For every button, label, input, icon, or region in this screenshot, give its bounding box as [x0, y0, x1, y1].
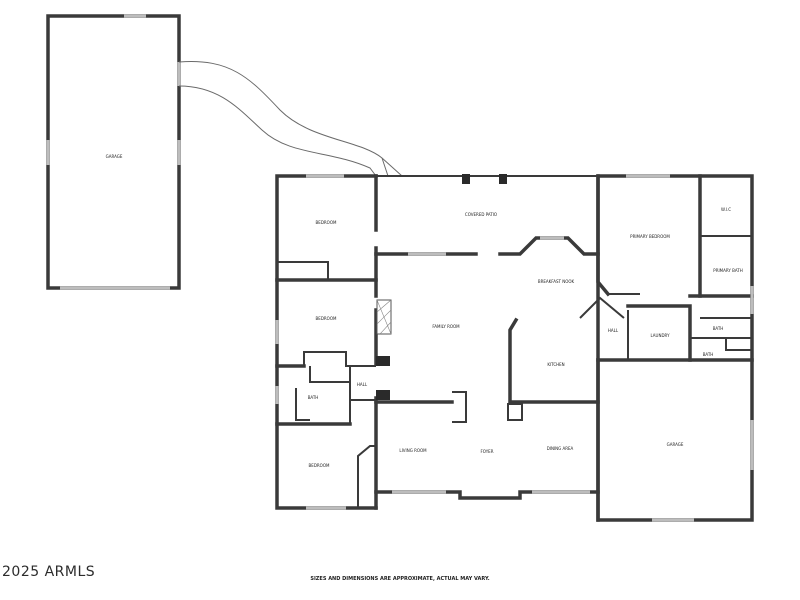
label-breakfast-nook: BREAKFAST NOOK: [538, 279, 575, 284]
label-bedroom-2: BEDROOM: [316, 316, 337, 321]
room-labels: GARAGE COVERED PATIO BEDROOM BEDROOM BAT…: [106, 154, 743, 468]
label-garage-detached: GARAGE: [106, 154, 123, 159]
detached-garage: [46, 14, 181, 290]
windows: [275, 174, 754, 522]
label-garage-attached: GARAGE: [667, 442, 684, 447]
structural-posts: [376, 174, 507, 400]
house-outline: [275, 174, 754, 522]
label-primary-bedroom: PRIMARY BEDROOM: [630, 234, 670, 239]
walkway: [178, 60, 403, 177]
label-wic: W.I.C: [721, 207, 731, 212]
label-half-bath: BATH: [703, 352, 714, 357]
copyright-text: 2025 ARMLS: [2, 564, 96, 580]
label-bedroom-3: BEDROOM: [309, 463, 330, 468]
label-hall-right: HALL: [608, 328, 619, 333]
interior-walls: [275, 174, 754, 522]
label-bath: BATH: [308, 395, 319, 400]
label-living-room: LIVING ROOM: [399, 448, 427, 453]
label-primary-bath: PRIMARY BATH: [713, 268, 742, 273]
label-covered-patio: COVERED PATIO: [465, 212, 497, 217]
label-kitchen: KITCHEN: [547, 362, 564, 367]
disclaimer-text: SIZES AND DIMENSIONS ARE APPROXIMATE, AC…: [310, 576, 490, 582]
label-laundry: LAUNDRY: [650, 333, 670, 338]
label-dining-area: DINING AREA: [547, 446, 574, 451]
label-foyer: FOYER: [481, 449, 494, 454]
label-hall-left: HALL: [357, 382, 368, 387]
label-family-room: FAMILY ROOM: [432, 324, 460, 329]
label-bedroom-1: BEDROOM: [316, 220, 337, 225]
label-bath-right: BATH: [713, 326, 724, 331]
